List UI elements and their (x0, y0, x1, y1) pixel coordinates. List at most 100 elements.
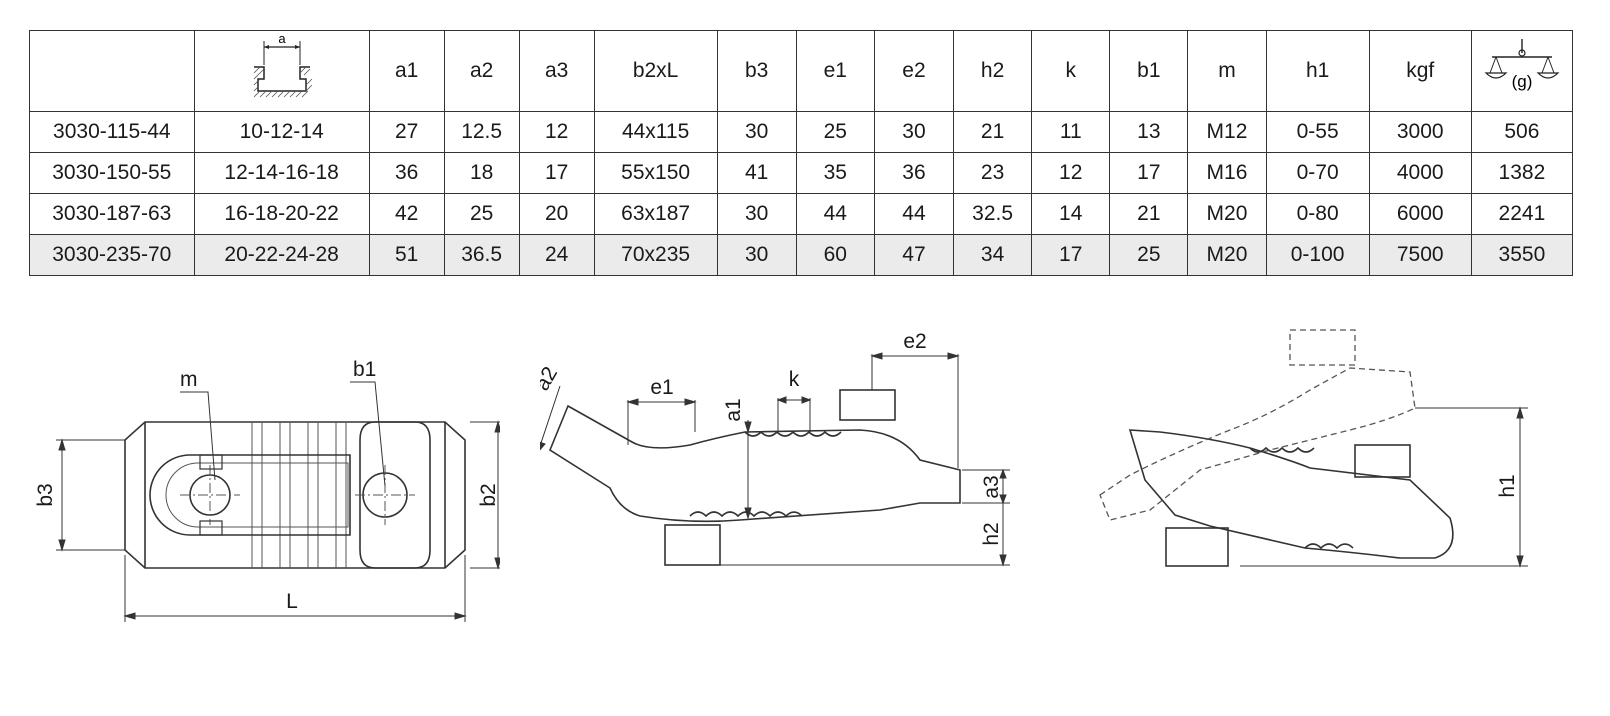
header-m: m (1187, 30, 1267, 112)
header-e2: e2 (873, 30, 955, 112)
table-cell: 18 (443, 152, 520, 194)
header-h1: h1 (1265, 30, 1370, 112)
table-cell: 3000 (1368, 111, 1472, 153)
header-a2: a2 (443, 30, 520, 112)
table-cell: 12-14-16-18 (193, 152, 370, 194)
table-cell: 44 (795, 193, 875, 235)
label-b2: b2 (477, 483, 500, 506)
table-cell: M12 (1187, 111, 1267, 153)
table-cell: 42 (368, 193, 445, 235)
clamp-range-view-drawing: h1 (1099, 329, 1528, 568)
table-cell: M20 (1187, 234, 1267, 276)
table-cell: 7500 (1368, 234, 1472, 276)
table-cell: 36 (873, 152, 955, 194)
table-cell: 4000 (1368, 152, 1472, 194)
slot-width-label: a (278, 33, 286, 46)
table-cell: 11 (1031, 111, 1111, 153)
specification-table: a a1 a2 a3 (29, 30, 1574, 276)
table-cell: 44 (873, 193, 955, 235)
table-cell: 34 (953, 234, 1033, 276)
table-cell: 23 (953, 152, 1033, 194)
table-cell: 12 (1031, 152, 1111, 194)
table-cell: 13 (1109, 111, 1189, 153)
table-row: 3030-235-70 20-22-24-28 51 36.5 24 70x23… (29, 234, 1574, 276)
header-model (29, 30, 195, 112)
table-cell: 16-18-20-22 (193, 193, 370, 235)
header-b1: b1 (1109, 30, 1189, 112)
table-cell: 32.5 (953, 193, 1033, 235)
table-cell: 25 (443, 193, 520, 235)
table-cell: 27 (368, 111, 445, 153)
table-cell: 41 (716, 152, 797, 194)
header-b2xl: b2xL (593, 30, 718, 112)
table-cell: 3030-235-70 (29, 234, 195, 276)
label-e1: e1 (650, 376, 673, 399)
label-b1: b1 (353, 360, 376, 381)
header-slot-width: a (193, 30, 370, 112)
label-h1: h1 (1496, 474, 1519, 497)
table-cell: 2241 (1470, 193, 1574, 235)
clamp-top-view-drawing: m b1 b3 b2 L (34, 360, 500, 622)
table-cell: 3550 (1470, 234, 1574, 276)
table-cell: 30 (873, 111, 955, 153)
table-row: 3030-150-55 12-14-16-18 36 18 17 55x150 … (29, 152, 1574, 194)
table-cell: 17 (1031, 234, 1111, 276)
weight-unit-label: (g) (1512, 72, 1533, 91)
table-cell: 6000 (1368, 193, 1472, 235)
table-cell: 47 (873, 234, 955, 276)
table-cell: 506 (1470, 111, 1574, 153)
table-cell: 24 (518, 234, 595, 276)
table-cell: 0-100 (1265, 234, 1370, 276)
table-cell: 25 (1109, 234, 1189, 276)
label-k: k (789, 368, 800, 391)
table-cell: 20-22-24-28 (193, 234, 370, 276)
label-a3: a3 (980, 475, 1003, 498)
header-kgf: kgf (1368, 30, 1472, 112)
header-a1: a1 (368, 30, 445, 112)
table-cell: 12 (518, 111, 595, 153)
table-cell: 20 (518, 193, 595, 235)
table-cell: 3030-187-63 (29, 193, 195, 235)
table-cell: 60 (795, 234, 875, 276)
header-weight: (g) (1470, 30, 1574, 112)
table-cell: 55x150 (593, 152, 718, 194)
table-cell: 21 (953, 111, 1033, 153)
table-cell: 17 (1109, 152, 1189, 194)
table-cell: 25 (795, 111, 875, 153)
table-cell: 36 (368, 152, 445, 194)
header-e1: e1 (795, 30, 875, 112)
label-a1: a1 (722, 398, 745, 421)
table-cell: 0-70 (1265, 152, 1370, 194)
label-h2: h2 (980, 522, 1003, 545)
table-cell: 10-12-14 (193, 111, 370, 153)
table-row: 3030-115-44 10-12-14 27 12.5 12 44x115 3… (29, 111, 1574, 153)
table-cell: 0-55 (1265, 111, 1370, 153)
table-cell: 17 (518, 152, 595, 194)
table-header-row: a a1 a2 a3 (29, 30, 1574, 112)
header-b3: b3 (716, 30, 797, 112)
table-cell: 14 (1031, 193, 1111, 235)
header-h2: h2 (953, 30, 1033, 112)
table-cell: 30 (716, 193, 797, 235)
table-cell: 36.5 (443, 234, 520, 276)
clamp-side-view-drawing: a2 e1 a1 k e2 a3 h2 (540, 330, 1010, 567)
table-cell: 51 (368, 234, 445, 276)
table-cell: 44x115 (593, 111, 718, 153)
table-cell: 1382 (1470, 152, 1574, 194)
table-cell: 35 (795, 152, 875, 194)
table-cell: 21 (1109, 193, 1189, 235)
table-cell: M16 (1187, 152, 1267, 194)
label-L: L (286, 590, 298, 613)
header-a3: a3 (518, 30, 595, 112)
label-e2: e2 (903, 330, 926, 353)
t-slot-profile-icon: a (253, 31, 312, 98)
table-cell: 3030-150-55 (29, 152, 195, 194)
table-cell: 12.5 (443, 111, 520, 153)
table-row: 3030-187-63 16-18-20-22 42 25 20 63x187 … (29, 193, 1574, 235)
table-cell: 30 (716, 111, 797, 153)
balance-scale-icon: (g) (1484, 39, 1560, 91)
label-b3: b3 (34, 483, 57, 506)
table-cell: 3030-115-44 (29, 111, 195, 153)
label-m: m (180, 368, 198, 391)
header-k: k (1031, 30, 1111, 112)
